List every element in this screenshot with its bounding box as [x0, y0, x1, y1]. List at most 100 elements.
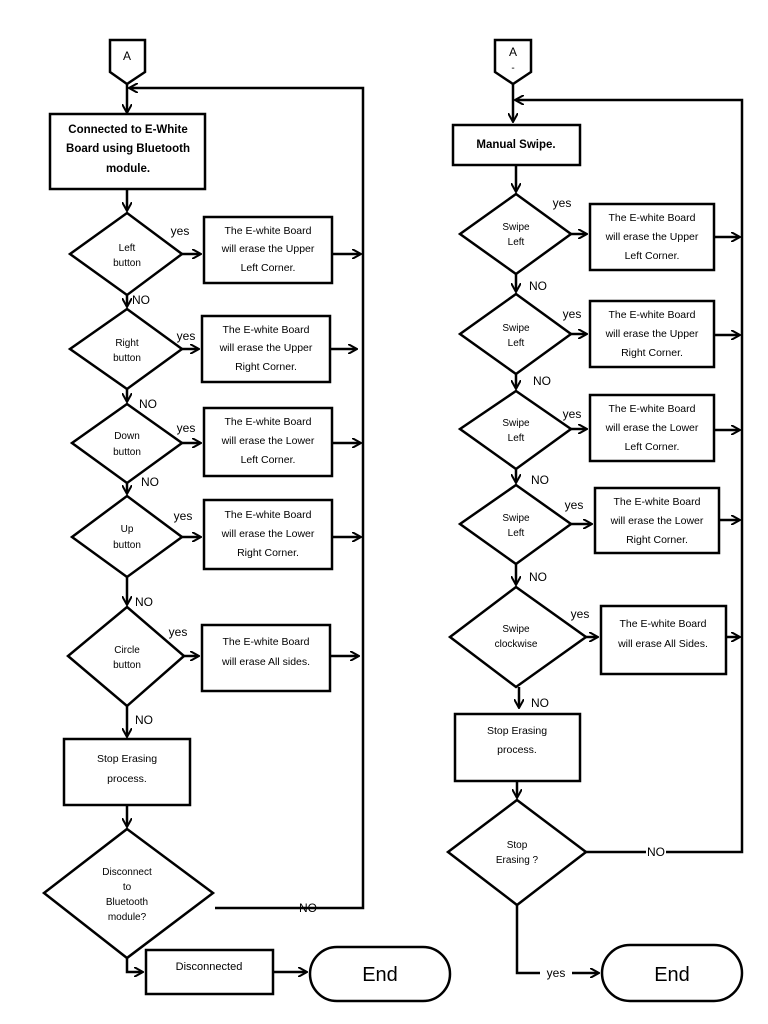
right-d1-result-3: Left Corner. — [625, 250, 680, 262]
left-d4-result-3: Right Corner. — [237, 547, 299, 559]
left-start-box — [48, 112, 207, 191]
right-end-label: End — [654, 964, 690, 986]
right-d4-label-1: Swipe — [502, 513, 530, 524]
left-connector-shape — [108, 38, 147, 86]
left-final-line-2: to — [123, 882, 132, 893]
left-d3-yes-label: yes — [177, 421, 196, 435]
left-start-line-3: module. — [106, 163, 150, 175]
right-d5-no-label: NO — [531, 696, 549, 710]
left-d3-no-label: NO — [141, 475, 159, 489]
left-d4-result-1: The E-white Board — [225, 509, 312, 521]
right-d1-result-2: will erase the Upper — [605, 231, 699, 243]
left-d3-label-1: Down — [114, 431, 140, 442]
left-d5-result-1: The E-white Board — [223, 636, 310, 648]
right-d3-no-label: NO — [531, 473, 549, 487]
left-start-line-2: Board using Bluetooth — [66, 143, 190, 155]
right-d4-result-2: will erase the Lower — [610, 515, 704, 527]
right-d5-label-1: Swipe — [502, 624, 530, 635]
left-disconnected-box — [144, 948, 275, 996]
right-stop-line-1: Stop Erasing — [487, 725, 547, 737]
right-d2-yes-label: yes — [563, 307, 582, 321]
left-disconnected-label: Disconnected — [176, 961, 243, 973]
right-final-line-1: Stop — [507, 840, 528, 851]
right-end-terminal — [600, 943, 744, 1003]
left-d2-result-1: The E-white Board — [223, 324, 310, 336]
left-d2-result-3: Right Corner. — [235, 361, 297, 373]
right-d3-result-2: will erase the Lower — [605, 422, 699, 434]
right-d4-result-3: Right Corner. — [626, 534, 688, 546]
left-d1-label-1: Left — [119, 243, 136, 254]
left-d2-no-label: NO — [139, 397, 157, 411]
right-start-label: Manual Swipe. — [476, 139, 555, 151]
left-stop-line-2: process. — [107, 773, 147, 785]
left-connector-label: A — [123, 49, 131, 63]
right-loop-back-line — [516, 100, 744, 854]
left-d1-no-label: NO — [132, 293, 150, 307]
left-d3-result-box — [202, 406, 334, 478]
right-final-yes-line — [515, 905, 540, 975]
right-d3-result-1: The E-white Board — [609, 403, 696, 415]
left-d3-label-2: button — [113, 447, 141, 458]
left-decision-right-button — [67, 307, 185, 391]
right-d3-yes-label: yes — [563, 407, 582, 421]
left-d4-result-box — [202, 498, 334, 571]
right-d5-result-1: The E-white Board — [620, 618, 707, 630]
right-stop-line-2: process. — [497, 744, 537, 756]
right-d5-yes-label: yes — [571, 607, 590, 621]
right-d5-result-2: will erase All Sides. — [617, 638, 708, 650]
right-d4-no-label: NO — [529, 570, 547, 584]
left-d2-label-2: button — [113, 353, 141, 364]
right-decision-3 — [457, 389, 574, 471]
right-decision-4 — [457, 483, 574, 566]
right-d4-result-1: The E-white Board — [614, 496, 701, 508]
left-d4-label-1: Up — [121, 524, 134, 535]
left-final-line-4: module? — [108, 912, 147, 923]
right-connector-label: A — [509, 45, 517, 59]
left-stop-line-1: Stop Erasing — [97, 753, 157, 765]
right-d1-label-2: Left — [508, 237, 525, 248]
left-decision-up-button — [69, 494, 185, 579]
left-d4-label-2: button — [113, 540, 141, 551]
left-d5-result-box — [200, 623, 332, 693]
right-d1-label-1: Swipe — [502, 222, 530, 233]
left-loop-back-line — [130, 88, 365, 910]
left-d1-label-2: button — [113, 258, 141, 269]
right-d3-result-box — [588, 393, 716, 463]
left-d5-label-2: button — [113, 660, 141, 671]
right-decision-clockwise — [447, 585, 589, 689]
right-d4-yes-label: yes — [565, 498, 584, 512]
right-final-no-label: NO — [647, 845, 665, 859]
left-d3-result-3: Left Corner. — [241, 454, 296, 466]
left-decision-disconnect — [41, 827, 216, 960]
left-d4-yes-label: yes — [174, 509, 193, 523]
right-d1-result-1: The E-white Board — [609, 212, 696, 224]
left-end-terminal — [308, 945, 452, 1003]
right-d4-label-2: Left — [508, 528, 525, 539]
left-decision-down-button — [69, 402, 185, 485]
right-d2-result-2: will erase the Upper — [605, 328, 699, 340]
right-d2-no-label: NO — [533, 374, 551, 388]
left-d1-result-3: Left Corner. — [241, 262, 296, 274]
left-d5-no-label: NO — [135, 713, 153, 727]
right-d1-no-label: NO — [529, 279, 547, 293]
right-decision-stop-erasing — [445, 798, 589, 907]
right-d3-label-1: Swipe — [502, 418, 530, 429]
left-d3-result-2: will erase the Lower — [221, 435, 315, 447]
right-d3-label-2: Left — [508, 433, 525, 444]
right-d2-label-1: Swipe — [502, 323, 530, 334]
right-flowchart: A - Manual Swipe. Swipe Left yes The E-w… — [445, 38, 744, 1003]
left-final-yes-arrow — [125, 958, 142, 972]
left-d5-yes-label: yes — [169, 625, 188, 639]
left-decision-circle-button — [66, 605, 186, 708]
right-d2-result-1: The E-white Board — [609, 309, 696, 321]
right-final-yes-label: yes — [547, 966, 566, 980]
right-d4-result-box — [593, 486, 721, 555]
left-d5-label-1: Circle — [114, 645, 140, 656]
left-decision-left-button — [67, 211, 185, 297]
right-d5-result-box — [599, 604, 728, 676]
right-d1-yes-label: yes — [553, 196, 572, 210]
left-end-label: End — [362, 964, 398, 986]
left-d1-result-2: will erase the Upper — [221, 243, 315, 255]
left-d1-result-box — [202, 215, 334, 285]
